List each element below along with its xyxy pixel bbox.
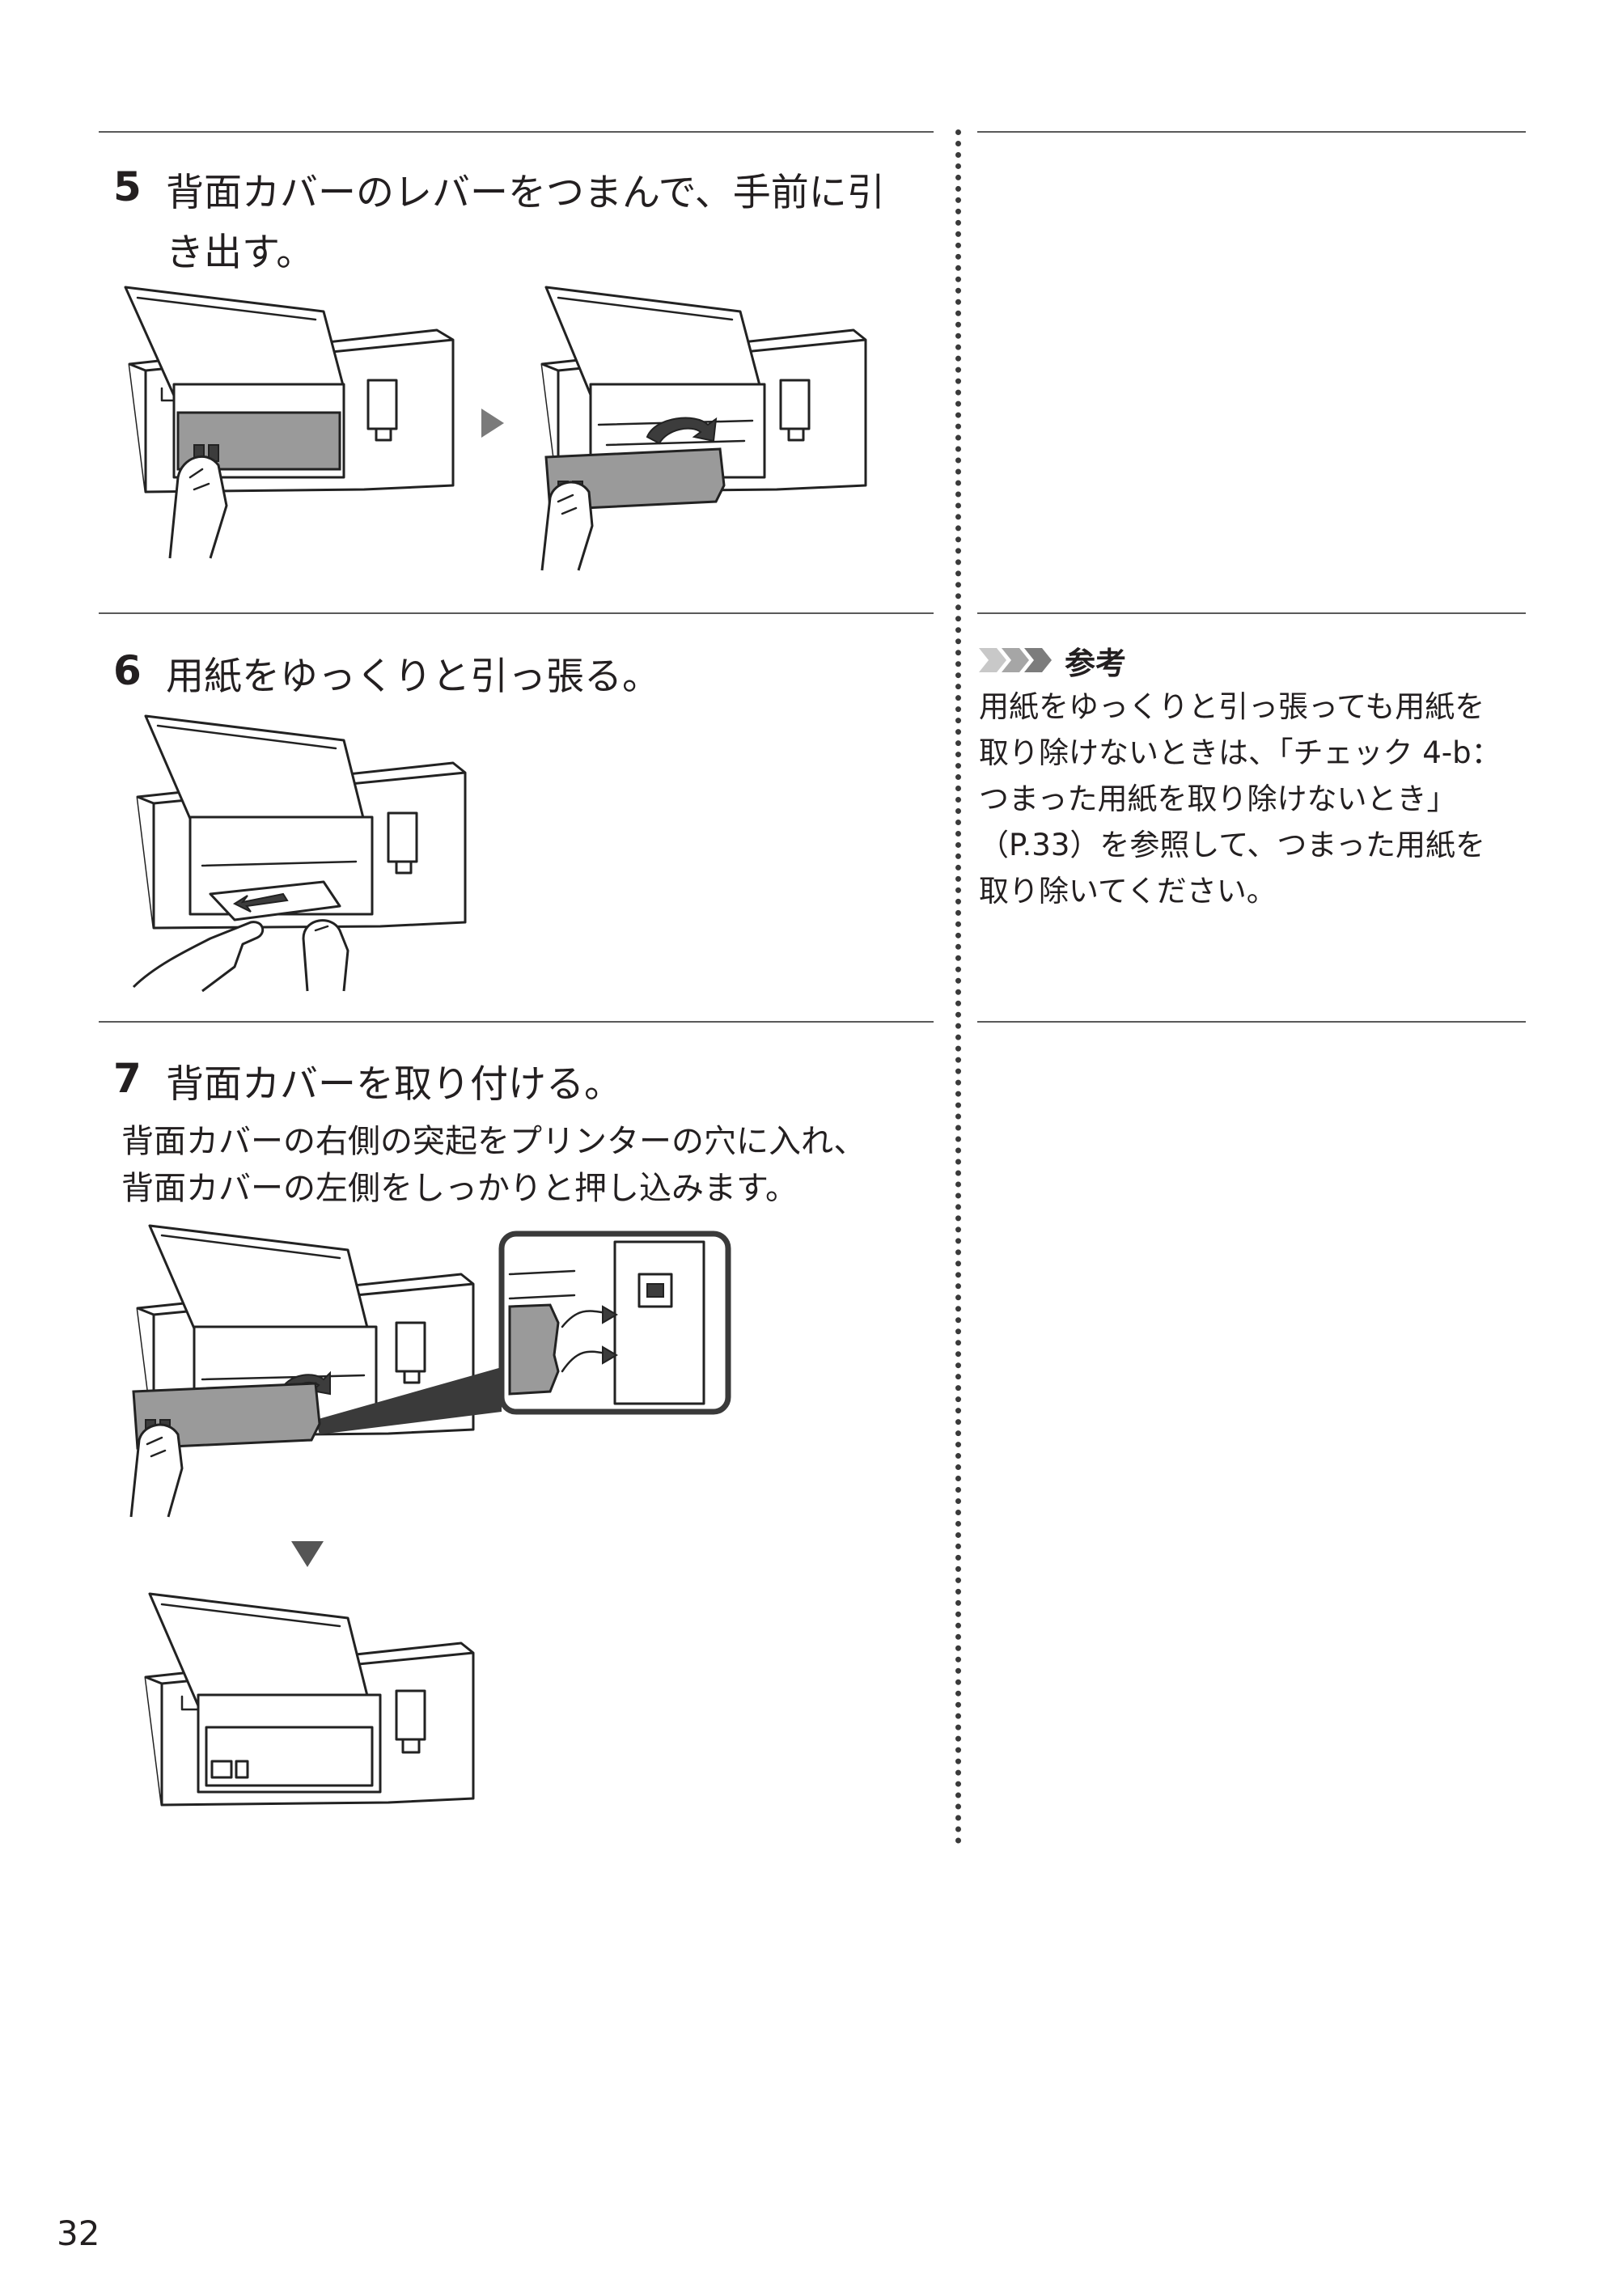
left-rule-top bbox=[99, 131, 934, 133]
step-7-illustration-insert bbox=[129, 1224, 731, 1518]
step-7-number: 7 bbox=[113, 1055, 142, 1102]
right-rule-mid bbox=[977, 612, 1526, 614]
step-7-title: 背面カバーを取り付ける。 bbox=[166, 1062, 622, 1107]
step-5-title-line2: き出す。 bbox=[166, 231, 315, 275]
note-line-3: つまった用紙を取り除けないとき」 bbox=[979, 782, 1457, 816]
left-rule-mid bbox=[99, 612, 934, 614]
note-header: 参考 bbox=[979, 639, 1126, 681]
step-5-number: 5 bbox=[113, 163, 142, 210]
column-separator bbox=[955, 129, 961, 1845]
note-line-1: 用紙をゆっくりと引っ張っても用紙を bbox=[979, 689, 1485, 724]
note-chevrons-icon bbox=[979, 648, 1052, 672]
step-5-next-arrow-icon bbox=[481, 409, 504, 438]
step-6-title: 用紙をゆっくりと引っ張る。 bbox=[166, 654, 660, 699]
page-number: 32 bbox=[57, 2213, 100, 2253]
note-line-2: 取り除けないときは、「チェック 4-b： bbox=[979, 735, 1502, 770]
left-rule-low bbox=[99, 1021, 934, 1023]
step-7-down-arrow-icon bbox=[291, 1541, 324, 1567]
step-5-title-line1: 背面カバーのレバーをつまんで、手前に引 bbox=[166, 171, 885, 215]
step-7-body-line1: 背面カバーの右側の突起をプリンターの穴に入れ、 bbox=[121, 1123, 866, 1160]
note-line-4: （P.33）を参照して、つまった用紙を bbox=[979, 828, 1485, 862]
right-rule-low bbox=[977, 1021, 1526, 1023]
note-label: 参考 bbox=[1065, 645, 1127, 681]
step-7-illustration-done bbox=[144, 1592, 475, 1807]
step-5-illustration-before bbox=[124, 286, 455, 559]
right-rule-top bbox=[977, 131, 1526, 133]
note-line-5: 取り除いてください。 bbox=[979, 874, 1277, 909]
step-6-number: 6 bbox=[113, 647, 142, 694]
step-5-illustration-after bbox=[540, 286, 867, 571]
step-7-body-line2: 背面カバーの左側をしっかりと押し込みます。 bbox=[121, 1170, 798, 1207]
step-6-illustration bbox=[132, 714, 467, 993]
